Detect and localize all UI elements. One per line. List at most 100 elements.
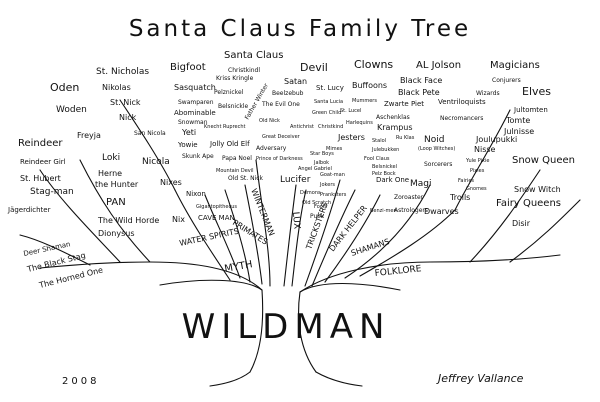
name-astrologers: Astrologers [394,207,428,214]
name-lucifer: Lucifer [280,175,311,185]
name-nisse: Nisse [474,145,496,154]
name-jolly-old-elf: Jolly Old Elf [209,140,250,148]
name-st-lucel: St. Lucel [340,108,361,114]
name-devil: Devil [300,61,328,74]
name-the-evil-one: The Evil One [261,101,300,108]
name-buffoons: Buffoons [352,81,387,90]
name-san-nicola: San Nicola [134,130,166,137]
tree-lines [19,99,581,387]
name-christkindl: Christkindl [228,67,260,74]
name-ventriloquists: Ventriloquists [438,98,486,106]
name-puck: Puck [310,213,325,220]
name-conjurers: Conjurers [492,77,521,84]
name-yeti: Yeti [181,128,196,137]
name-skunk-ape: Skunk Ape [182,153,214,160]
name-freyja: Freyja [77,131,101,140]
name-fairies: Fairies [458,178,474,184]
names-tricksters: Clowns Buffoons Mummers St. Lucel Christ… [298,58,393,220]
name-loki: Loki [102,153,120,163]
name-st-nicholas: St. Nicholas [96,67,149,77]
name-aschenklas: Aschenklas [376,114,410,121]
name-trolls: Trolls [449,193,470,202]
name-cave-man: CAVE MAN [198,214,235,222]
names-dark-helper: AL Jolson Black Face Black Pete Zwarte P… [364,60,461,214]
tree-title: Santa Claus Family Tree [129,16,471,42]
names-lux: Satan Devil Beelzebub The Evil One Old N… [256,61,344,206]
name-fools: Fools [314,204,327,210]
name-mimes: Mimes [326,146,343,152]
name-nixes: Nixes [160,178,182,187]
name-nixon: Nixon [186,190,206,198]
branch-folklore: FOLKLORE [374,264,422,279]
name-angel-gabriel: Angel Gabriel [298,166,332,172]
name-herne: Herne [98,169,122,178]
name-beelzebub: Beelzebub [272,90,304,97]
name-knecht-ruprecht: Knecht Ruprecht [204,124,246,130]
name-magicians: Magicians [490,60,540,71]
root-label: WILDMAN [182,307,391,347]
name-santa-lucia: Santa Lucia [314,99,343,105]
name-mountain-devil: Mountain Devil [216,168,254,174]
name-belsnickel: Belsnickel [372,164,397,170]
name-woden: Woden [56,105,87,115]
name-the-hunter: the Hunter [95,180,139,189]
name-nick: Nick [119,113,137,122]
name-st-lucy: St. Lucy [316,84,344,92]
name-pelz-bock: Pelz Bock [372,171,396,177]
name-old-scratch: Old Scratch [302,200,331,206]
name-swamp-man: Swamparen [178,99,214,106]
name-pixies: Pixies [470,168,485,174]
name-necromancers: Necromancers [440,115,483,122]
name-joulupukki: Joulupukki [475,135,517,144]
branch-water-spirits: WATER SPIRITS [179,227,240,248]
name-snowman: Snowman [178,119,208,126]
name-black-pete: Black Pete [398,88,440,97]
name-jokers: Jokers [319,182,335,188]
name-jesters: Jesters [337,133,365,142]
name-dionysus: Dionysus [98,229,135,238]
names-primates: Bigfoot Sasquatch Swamparen Abominable S… [170,62,254,222]
name-demons: Demons [300,190,321,196]
name-julebukken: Julebukken [371,147,399,153]
name-gnomes: Gnomes [466,186,487,192]
name-al-jolson: AL Jolson [416,60,461,71]
name-julnisse: Julnisse [503,127,534,136]
name-dwarves: Dwarves [424,207,459,216]
name-reindeer-girl: Reindeer Girl [20,158,66,166]
name-yule-pixie: Yule Pixie [465,158,489,164]
name-jagerdichter: Jägerdichter [7,206,51,214]
name-oden: Oden [50,81,79,94]
name-krampus: Krampus [377,123,413,132]
name-papa-noel: Papa Noel [222,155,252,162]
name-pelznickel: Pelznickel [214,89,244,96]
name-disir: Disir [512,219,531,228]
name-magi: Magi [410,179,432,189]
name-zoroaster: Zoroaster [394,194,424,201]
name-kriss-kringle: Kriss Kringle [216,75,254,82]
branch-lux: LUX [290,211,301,229]
name-yowie: Yowie [177,141,198,149]
names-winterman: Santa Claus Kriss Kringle Christkindl Pe… [204,50,283,182]
name-belsnickle: Belsnickle [218,103,249,110]
name-dark-one: Dark One [376,176,409,184]
year-label: 2008 [62,376,99,387]
name-prince-of-darkness: Prince of Darkness [256,156,303,162]
name-black-face: Black Face [400,76,442,85]
name-nikolas: Nikolas [102,83,131,92]
name-zwarte-piet: Zwarte Piet [384,100,424,108]
name-sasquatch: Sasquatch [174,83,216,92]
name-st-nick: St. Nick [110,98,141,107]
name-pranksters: Pranksters [320,192,347,198]
name-clowns: Clowns [354,58,393,71]
name-old-nick: Old Nick [259,118,280,124]
name-fairy-queens: Fairy Queens [496,198,561,209]
name-snow-witch: Snow Witch [514,185,561,194]
name-christkind: Christkind [318,124,343,130]
name-stalol: Stalol [372,138,386,144]
name-star-boys: Star Boys [310,151,334,157]
names-folklore: Elves Jultomten Tomte Julnisse Joulupukk… [424,85,575,228]
name-pan: PAN [106,197,126,208]
name-goat-man: Goat-man [320,172,345,178]
name-snow-queen: Snow Queen [512,155,575,166]
